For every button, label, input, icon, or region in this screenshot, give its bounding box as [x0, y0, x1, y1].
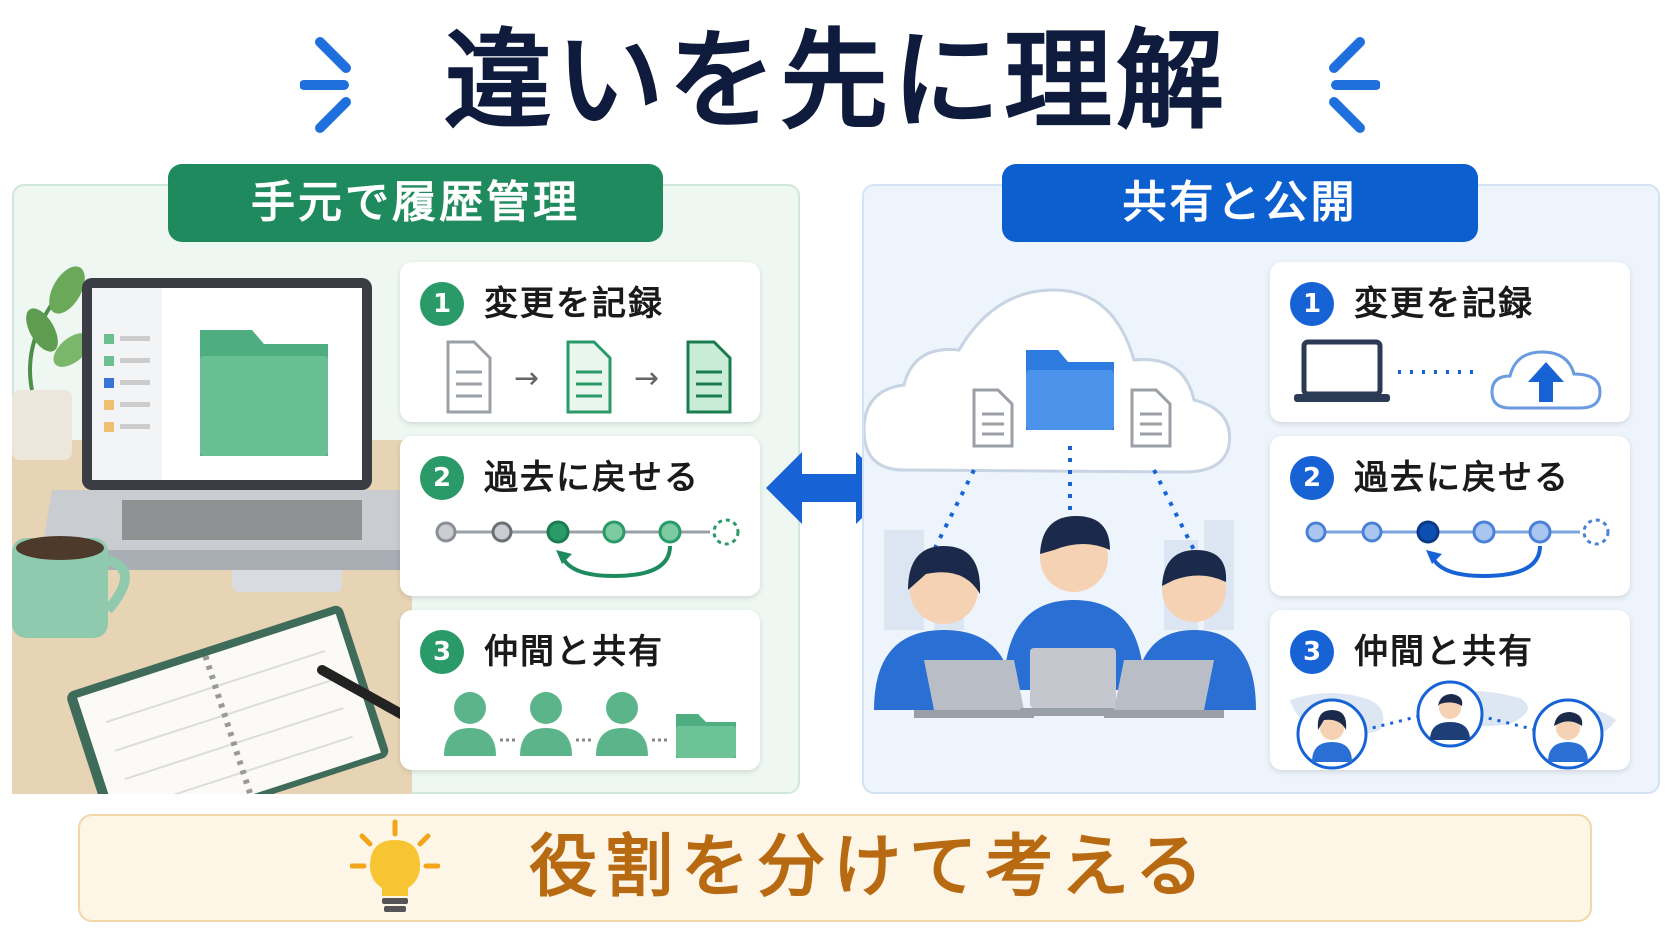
laptop-icon	[1294, 339, 1390, 402]
card-label: 変更を記録	[484, 284, 664, 324]
team-cloud-illustration	[864, 288, 1256, 718]
summary-banner: 役割を分けて考える	[78, 814, 1592, 922]
desk-illustration	[12, 266, 412, 794]
avatar	[1416, 680, 1484, 748]
right-card-record: 1 変更を記録	[1270, 262, 1630, 422]
avatar	[1296, 698, 1368, 770]
folder-icon	[676, 714, 736, 758]
document-icon	[972, 388, 1014, 448]
burst-icon	[300, 37, 351, 133]
bulb-icon	[350, 819, 440, 912]
person-icon	[596, 692, 648, 756]
step-number: 3	[420, 630, 464, 674]
card-label: 仲間と共有	[484, 632, 664, 672]
step-number: 3	[1290, 630, 1334, 674]
history-timeline	[435, 518, 740, 579]
svg-text:→: →	[514, 361, 539, 396]
left-card-revert: 2 過去に戻せる	[400, 436, 760, 596]
right-card-revert: 2 過去に戻せる	[1270, 436, 1630, 596]
upload-icon	[1528, 362, 1564, 402]
double-arrow-icon	[766, 452, 892, 524]
right-card-share: 3 仲間と共有	[1270, 610, 1630, 770]
card-label: 変更を記録	[1354, 284, 1534, 324]
left-card-record: 1 変更を記録 → →	[400, 262, 760, 422]
document-icon	[686, 340, 732, 414]
card-label: 仲間と共有	[1354, 632, 1534, 672]
card-label: 過去に戻せる	[484, 458, 700, 498]
card-label: 過去に戻せる	[1354, 458, 1570, 498]
left-card-share: 3 仲間と共有	[400, 610, 760, 770]
step-number: 2	[420, 456, 464, 500]
summary-text: 役割を分けて考える	[529, 828, 1211, 907]
history-timeline	[1305, 518, 1610, 579]
local-history-header: 手元で履歴管理	[168, 164, 663, 242]
document-icon	[566, 340, 612, 414]
avatar	[1532, 698, 1604, 770]
person-icon	[520, 692, 572, 756]
world-team	[1290, 680, 1616, 770]
laptop-icon	[42, 278, 412, 592]
step-number: 1	[420, 282, 464, 326]
burst-icon	[1329, 37, 1380, 133]
step-number: 1	[1290, 282, 1334, 326]
laptop-icon	[914, 648, 1224, 718]
document-icon	[1130, 388, 1172, 448]
page-title: 違いを先に理解	[443, 19, 1228, 144]
svg-text:→: →	[634, 361, 659, 396]
folder-icon	[1026, 350, 1114, 430]
document-icon	[446, 340, 492, 414]
step-number: 2	[1290, 456, 1334, 500]
share-publish-header: 共有と公開	[1002, 164, 1478, 242]
person-icon	[444, 692, 496, 756]
